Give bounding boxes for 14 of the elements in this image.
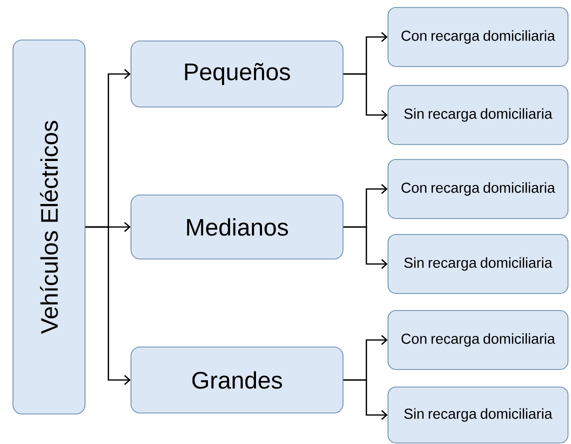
arrow — [343, 226, 388, 269]
option-box: Con recarga domiciliaria — [388, 310, 568, 370]
option-box: Con recarga domiciliaria — [388, 7, 568, 67]
option-box: Con recarga domiciliaria — [388, 159, 568, 219]
option-box: Sin recarga domiciliaria — [388, 386, 568, 444]
arrow — [343, 73, 388, 120]
size-box: Medianos — [130, 194, 344, 260]
arrow — [85, 226, 131, 385]
option-box: Sin recarga domiciliaria — [388, 85, 568, 145]
size-box: Grandes — [130, 346, 344, 414]
size-box: Pequeños — [130, 40, 344, 108]
arrow — [343, 379, 388, 420]
category-box: Vehículos Eléctricos — [12, 40, 86, 414]
option-box: Sin recarga domiciliaria — [388, 234, 568, 294]
